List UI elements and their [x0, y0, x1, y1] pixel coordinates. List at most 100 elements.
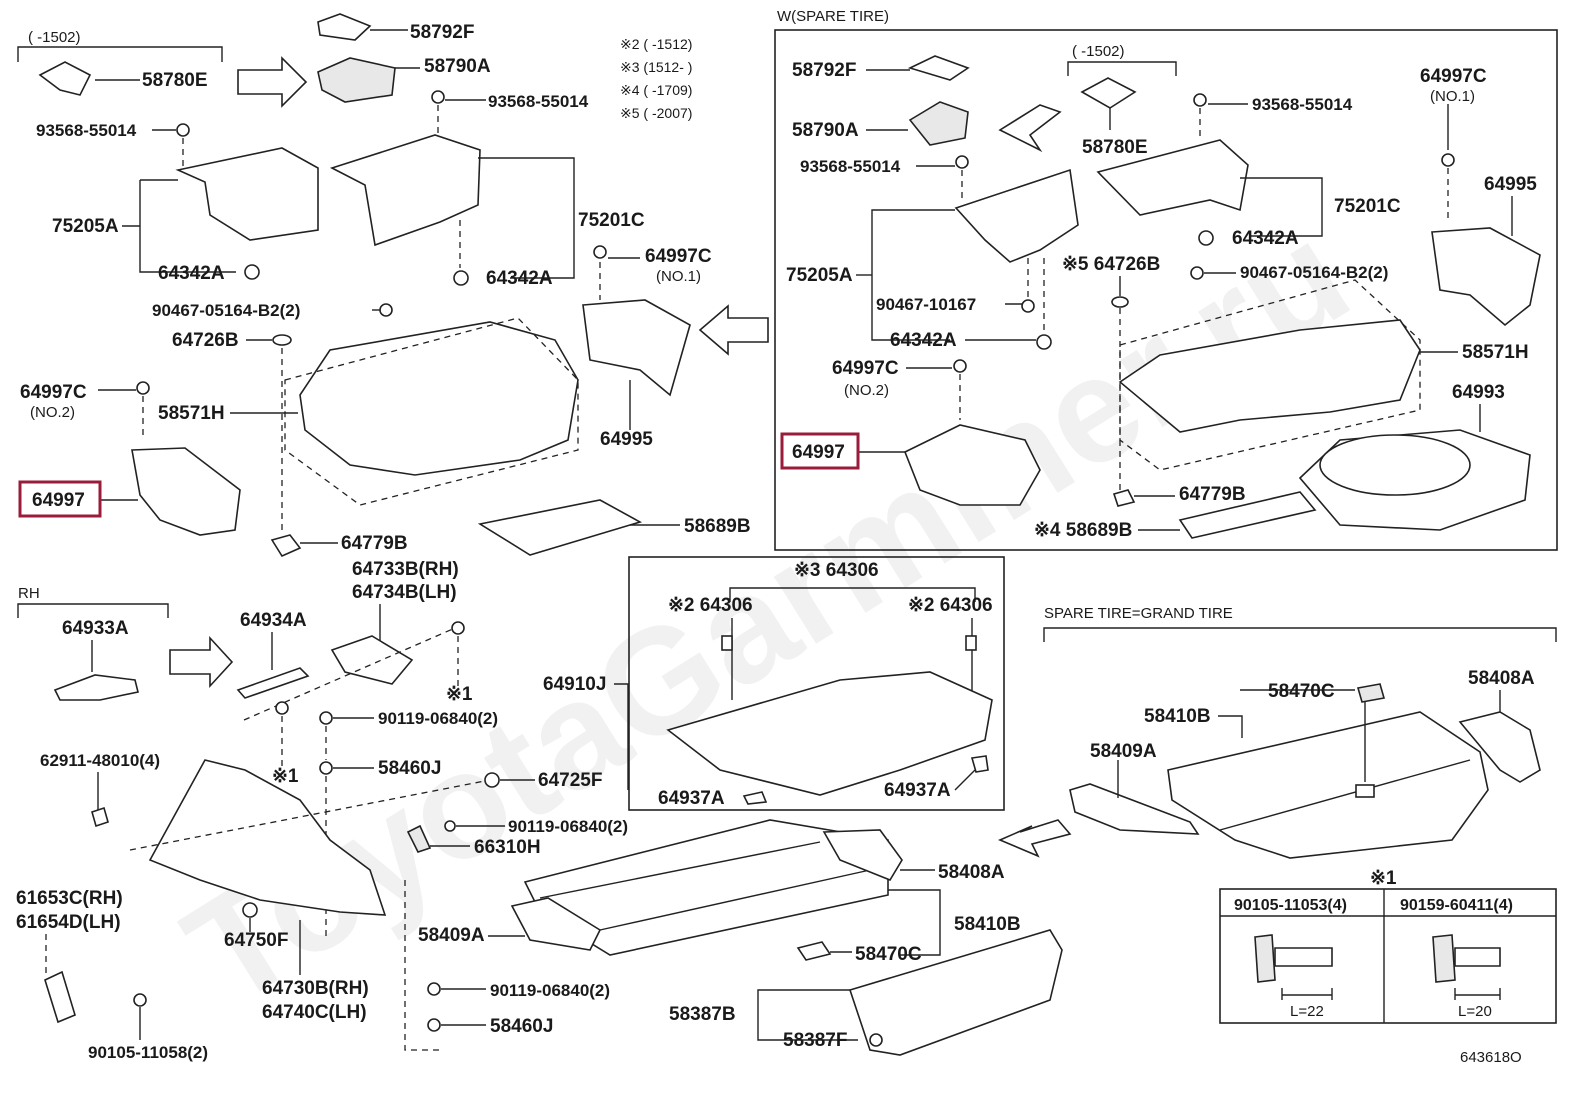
label-64995-b: 64995	[1484, 174, 1537, 195]
spare-tire-well	[1319, 434, 1471, 496]
label-no1-b: (NO.1)	[1430, 88, 1475, 105]
label-61653C: 61653C(RH)	[16, 888, 123, 909]
label-58790A-b: 58790A	[792, 120, 859, 141]
bolt-col-1: 90105-11053(4)	[1234, 897, 1347, 914]
hook-icon	[965, 635, 977, 651]
label-64910J: 64910J	[543, 674, 606, 695]
label-64750F: 64750F	[224, 930, 288, 951]
bolt-icon	[955, 155, 969, 169]
label-58689B-a: 58689B	[684, 516, 751, 537]
clip-icon	[136, 381, 150, 395]
label-no2-b: (NO.2)	[844, 382, 889, 399]
bolt-col-2: 90159-60411(4)	[1400, 897, 1513, 914]
clip-icon	[1441, 153, 1455, 167]
label-62911: 62911-48010(4)	[40, 751, 160, 770]
section-rh: RH	[18, 585, 40, 602]
part-58410B-b	[1167, 711, 1489, 859]
clip-icon	[453, 270, 469, 286]
label-90105-11058: 90105-11058(2)	[88, 1043, 208, 1062]
bolt-len-1: L=22	[1290, 1003, 1324, 1020]
label-64997C-a: 64997C	[645, 246, 712, 267]
part-58387B	[848, 929, 1063, 1056]
clip-icon	[244, 264, 260, 280]
bolt-len-2: L=20	[1458, 1003, 1492, 1020]
label-58689B-b: ※4 58689B	[1034, 520, 1132, 541]
label-64726B-a: 64726B	[172, 330, 239, 351]
label-64779B-b: 64779B	[1179, 484, 1246, 505]
clip-icon	[1111, 296, 1129, 308]
label-58470C-a: 58470C	[855, 944, 922, 965]
part-75205A-b	[954, 168, 1079, 263]
label-58408A-b: 58408A	[1468, 668, 1535, 689]
bolt-icon	[319, 711, 333, 725]
frame-tonneau	[628, 556, 1005, 811]
part-58470C-b	[1356, 683, 1386, 703]
part-66310H	[406, 824, 432, 853]
part-58780E-a	[38, 61, 92, 96]
label-64993: 64993	[1452, 382, 1505, 403]
part-58790A-b	[908, 101, 969, 146]
label-93568-a2: 93568-55014	[488, 92, 589, 111]
part-64997-b	[903, 424, 1041, 506]
label-64933A: 64933A	[62, 618, 129, 639]
label-64725F: 64725F	[538, 770, 602, 791]
label-90467-b: 90467-05164-B2(2)	[1240, 263, 1388, 282]
label-64342A-b1: 64342A	[1232, 228, 1299, 249]
clip-icon	[953, 359, 967, 373]
part-61653C	[44, 970, 76, 1024]
label-64937A-l: 64937A	[658, 788, 725, 809]
label-58792F-b: 58792F	[792, 60, 856, 81]
bolt-icon	[1254, 934, 1333, 983]
clip-icon	[484, 772, 500, 788]
part-58792F-b	[907, 55, 970, 81]
arrow-left-icon	[698, 304, 769, 356]
label-64726B-b: ※5 64726B	[1062, 254, 1160, 275]
label-90119-c: 90119-06840(2)	[490, 981, 610, 1000]
label-93568-b1: 93568-55014	[800, 157, 901, 176]
part-64997-a	[131, 447, 241, 536]
label-64342A-a1: 64342A	[158, 263, 225, 284]
label-64306-r: ※2 64306	[908, 595, 993, 616]
label-64937A-r: 64937A	[884, 780, 951, 801]
label-no2-a: (NO.2)	[30, 404, 75, 421]
arrow-right-icon	[169, 635, 234, 689]
label-64306-top: ※3 64306	[794, 560, 879, 581]
part-58790A-a	[317, 57, 396, 103]
latch-icon	[1355, 784, 1375, 798]
label-64997C-b: 64997C	[20, 382, 87, 403]
label-58410B-b: 58410B	[1144, 706, 1211, 727]
section-grand: SPARE TIRE=GRAND TIRE	[1044, 605, 1233, 622]
clip-icon	[272, 334, 292, 346]
label-58409A-b: 58409A	[1090, 741, 1157, 762]
part-58689B-a	[477, 499, 643, 556]
label-58387B: 58387B	[669, 1004, 736, 1025]
part-58780E-b	[1080, 77, 1137, 109]
highlight-box-64997-a[interactable]	[18, 480, 102, 518]
arrow-right-icon	[237, 56, 308, 108]
label-58409A-a: 58409A	[418, 925, 485, 946]
clip-icon	[1112, 489, 1136, 507]
part-58409A-a	[510, 897, 602, 951]
bolt-icon	[176, 123, 190, 137]
label-90119-b: 90119-06840(2)	[508, 817, 628, 836]
highlight-box-64997-b[interactable]	[780, 432, 860, 470]
note-2: ※2 ( -1512)	[620, 36, 692, 52]
label-no1-a: (NO.1)	[656, 268, 701, 285]
clip-icon	[242, 902, 258, 918]
label-58780E-a: 58780E	[142, 70, 208, 91]
bolt-icon	[444, 820, 456, 832]
label-64997C-d: 64997C	[832, 358, 899, 379]
label-66310H: 66310H	[474, 837, 541, 858]
label-64779B-a: 64779B	[341, 533, 408, 554]
arrow-left-icon	[998, 104, 1062, 153]
part-58408A-a	[822, 829, 903, 881]
clip-icon	[1198, 230, 1214, 246]
label-93568-a1: 93568-55014	[36, 121, 137, 140]
clip-icon	[742, 791, 768, 805]
part-58689B-b	[1178, 491, 1317, 539]
clip-icon	[1021, 299, 1035, 313]
label-75201C-b: 75201C	[1334, 196, 1401, 217]
section-ref1: ※1	[1370, 868, 1397, 889]
part-64995-a	[582, 299, 691, 397]
